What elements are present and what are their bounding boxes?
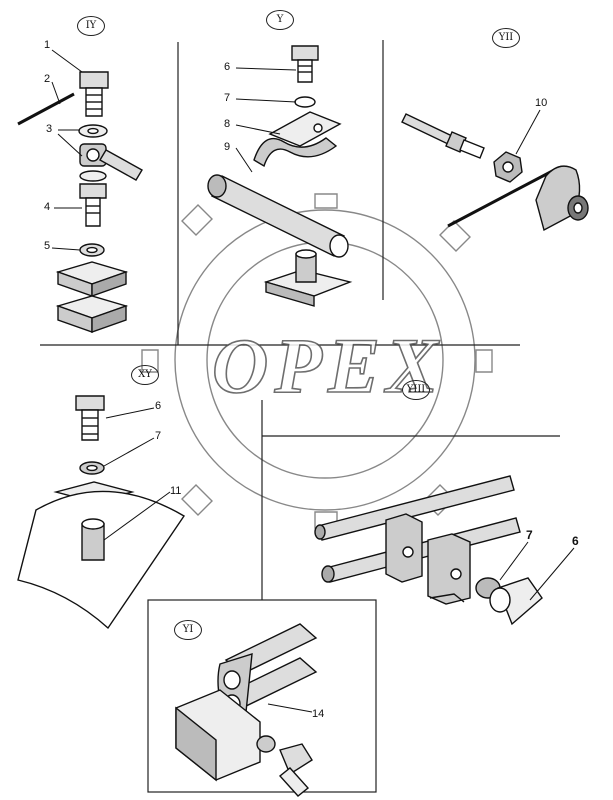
callout-4: 4 bbox=[44, 201, 51, 213]
section-label-yii: YII bbox=[492, 28, 520, 48]
callout-y-6: 6 bbox=[224, 61, 231, 73]
yii-assembly bbox=[401, 113, 589, 232]
callout-y-7: 7 bbox=[224, 92, 231, 104]
watermark-logo: OPEX bbox=[211, 321, 445, 410]
yiii-assembly bbox=[314, 475, 543, 626]
callout-yiii-6: 6 bbox=[572, 534, 579, 548]
leader-lines bbox=[51, 49, 575, 713]
section-label-y: Y bbox=[266, 10, 294, 30]
iy-assembly bbox=[17, 71, 143, 333]
section-label-yi: YI bbox=[174, 620, 202, 640]
y-assembly bbox=[207, 45, 353, 307]
section-label-yiii: YIII bbox=[402, 380, 430, 400]
callout-14: 14 bbox=[312, 708, 325, 720]
section-label-xy: XY bbox=[131, 365, 159, 385]
yi-assembly bbox=[175, 623, 318, 797]
xy-assembly bbox=[17, 395, 185, 630]
callout-y-8: 8 bbox=[224, 118, 231, 130]
callout-2: 2 bbox=[44, 73, 51, 85]
callout-11: 11 bbox=[170, 485, 182, 497]
callout-yiii-7: 7 bbox=[526, 528, 533, 542]
callout-10: 10 bbox=[535, 97, 548, 109]
callout-3: 3 bbox=[46, 123, 53, 135]
callout-xy-7: 7 bbox=[155, 430, 162, 442]
callout-y-9: 9 bbox=[224, 141, 231, 153]
callout-xy-6: 6 bbox=[155, 400, 162, 412]
callout-1: 1 bbox=[44, 39, 51, 51]
section-label-iy: IY bbox=[77, 16, 105, 36]
section-dividers bbox=[40, 40, 560, 793]
callout-5: 5 bbox=[44, 240, 51, 252]
